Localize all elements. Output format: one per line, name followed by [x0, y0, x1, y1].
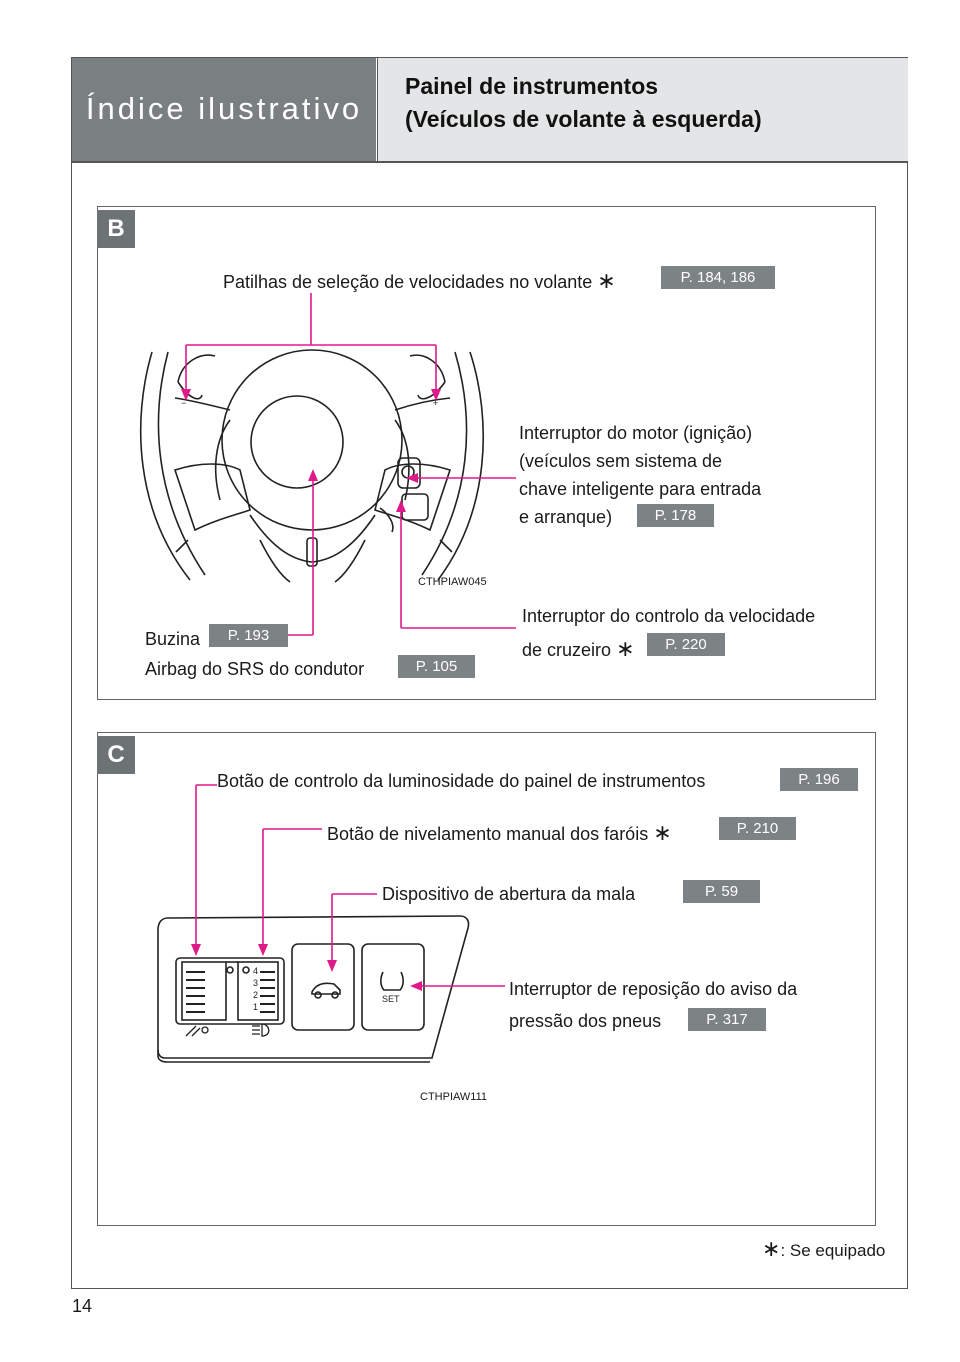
brightness-page-ref[interactable]: P. 196	[780, 768, 858, 791]
steering-wheel-illustration	[139, 349, 485, 583]
trunk-label: Dispositivo de abertura da mala	[382, 884, 636, 904]
leveling-page-ref[interactable]: P. 210	[719, 817, 796, 840]
airbag-page-ref[interactable]: P. 105	[398, 655, 475, 678]
cruise-page-ref[interactable]: P. 220	[647, 633, 725, 656]
footnote: ∗: Se equipado	[762, 1236, 886, 1261]
cruise-line1: Interruptor do controlo da velocidade	[522, 606, 816, 626]
engine-switch-line3: chave inteligente para entrada	[519, 479, 762, 499]
page-header: Painel de instrumentos (Veículos de vola…	[377, 58, 908, 161]
dial-ridges	[186, 971, 275, 1013]
trunk-page-ref[interactable]: P. 59	[683, 880, 760, 903]
engine-switch-line2: (veículos sem sistema de	[519, 451, 723, 471]
brightness-icon	[185, 1025, 201, 1037]
paddles-label: Patilhas de seleção de velocidades no vo…	[223, 268, 616, 293]
horn-label: Buzina	[145, 629, 201, 649]
section-c-arrowheads	[191, 944, 422, 991]
panel-icons	[185, 1023, 270, 1037]
tire-line2: pressão dos pneus	[509, 1011, 662, 1031]
section-c-box	[97, 732, 876, 1226]
switch-panel-illustration	[157, 915, 470, 1063]
tire-page-ref[interactable]: P. 317	[688, 1008, 766, 1031]
horn-page-ref[interactable]: P. 193	[209, 624, 288, 647]
tire-line1: Interruptor de reposição do aviso da	[509, 979, 798, 999]
engine-switch-line4: e arranque)	[519, 507, 613, 527]
paddle-minus-icon: −	[181, 398, 186, 408]
section-c-tag: C	[97, 736, 135, 774]
dial-number: 2	[253, 990, 258, 1000]
section-title: Índice ilustrativo	[85, 91, 363, 126]
page-title-line2: (Veículos de volante à esquerda)	[405, 106, 762, 132]
dial-numbers: 4 3 2 1	[253, 966, 258, 1012]
page-frame	[71, 57, 908, 1289]
engine-switch-line1: Interruptor do motor (ignição)	[519, 423, 753, 443]
airbag-label: Airbag do SRS do condutor	[145, 659, 365, 679]
brightness-label: Botão de controlo da luminosidade do pai…	[217, 771, 706, 791]
dial-number: 3	[253, 978, 258, 988]
paddle-plus-icon: +	[433, 398, 438, 408]
engine-switch-page-ref[interactable]: P. 178	[637, 504, 714, 527]
headlight-level-icon	[252, 1025, 260, 1035]
cruise-line2: de cruzeiro ∗	[522, 636, 635, 661]
section-b-box	[97, 206, 876, 700]
header-divider	[72, 161, 907, 163]
set-label: SET	[382, 994, 400, 1004]
section-b-tag: B	[97, 210, 135, 248]
image-code-c: CTHPIAW111	[420, 1091, 488, 1103]
page-title-line1: Painel de instrumentos	[405, 73, 659, 99]
page-number: 14	[72, 1296, 93, 1316]
leveling-label: Botão de nivelamento manual dos faróis ∗	[327, 820, 672, 845]
dial-number: 4	[253, 966, 258, 976]
section-c-pointers	[195, 784, 505, 987]
section-header: Índice ilustrativo	[72, 58, 376, 161]
image-code-b: CTHPIAW045	[418, 576, 487, 588]
section-b-pointers	[185, 293, 516, 636]
section-b-arrowheads	[181, 389, 441, 512]
paddles-page-ref[interactable]: P. 184, 186	[661, 266, 775, 289]
dial-number: 1	[253, 1002, 258, 1012]
